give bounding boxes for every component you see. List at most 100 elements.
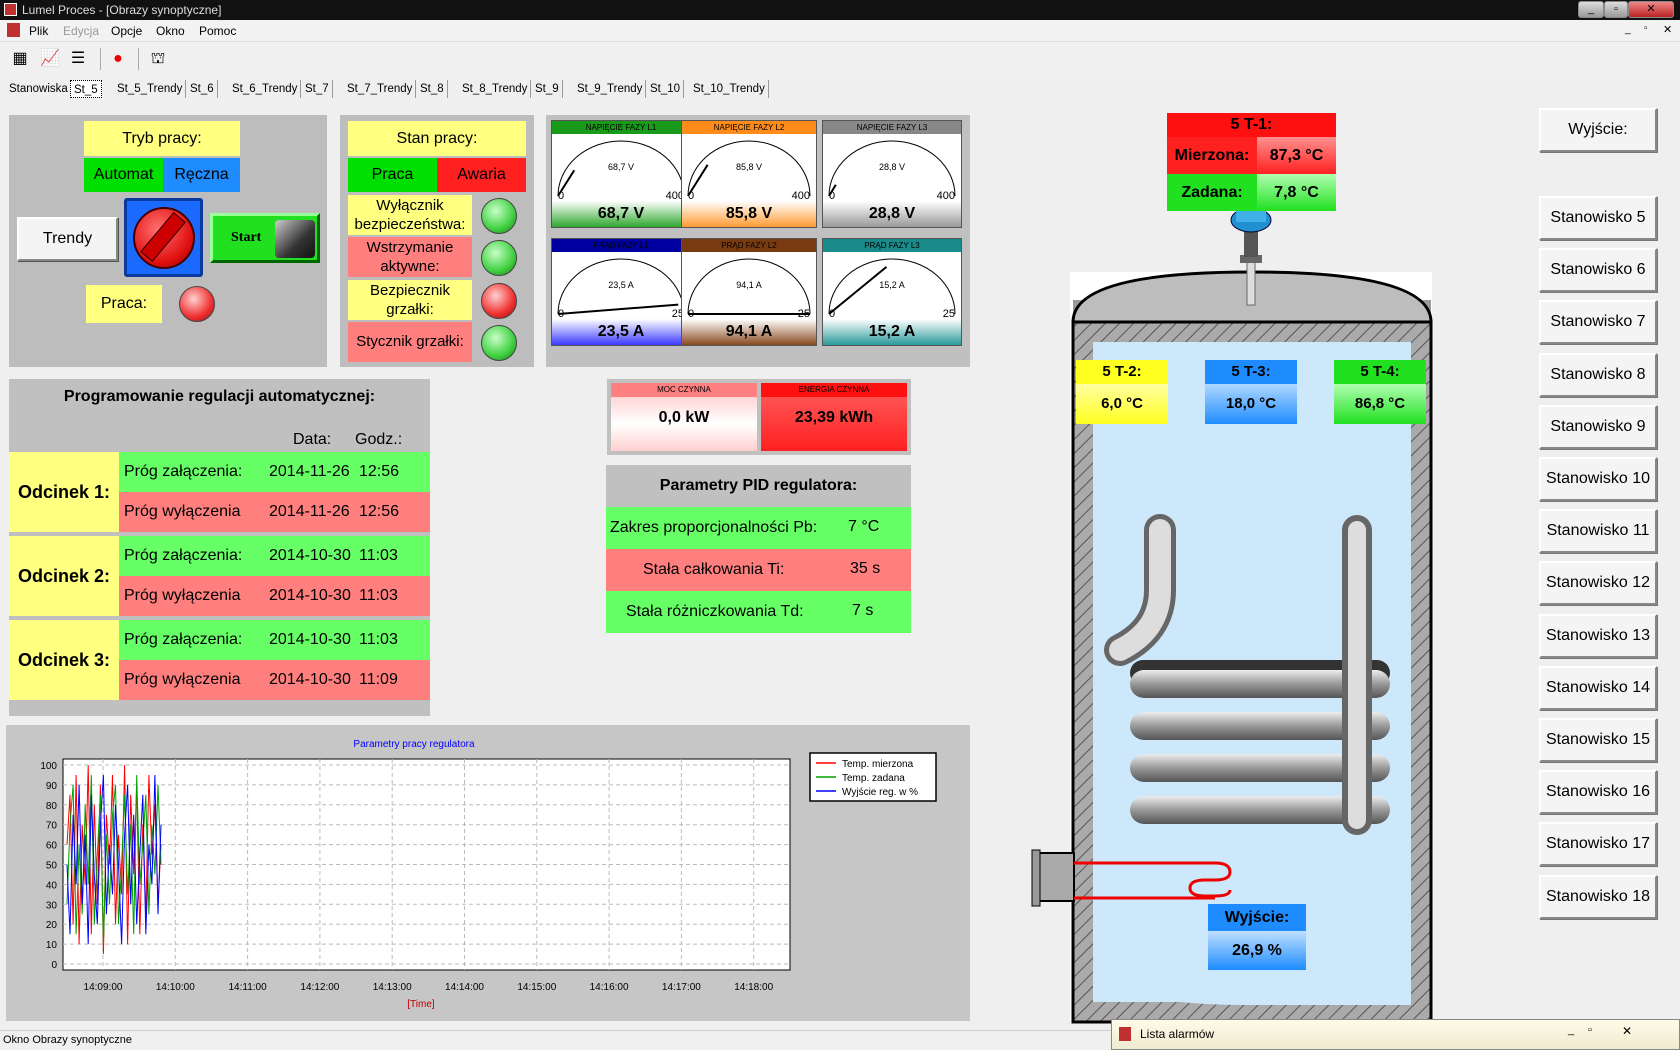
series-line-2	[66, 774, 162, 945]
station-button-9[interactable]: Stanowisko 9	[1539, 404, 1657, 449]
state-led-0	[481, 198, 517, 234]
mode-manual-button[interactable]: Ręczna	[163, 158, 240, 192]
gauge-needle	[828, 184, 837, 197]
tab-st8-trendy[interactable]: St_8_Trendy	[459, 80, 532, 98]
menu-edycja[interactable]: Edycja	[63, 24, 100, 38]
gauge-value: 15,2 A	[823, 319, 961, 345]
program-title: Programowanie regulacji automatycznej:	[63, 388, 376, 405]
gauge-min: 0	[558, 190, 565, 202]
maximize-button[interactable]: ▫	[1604, 1, 1628, 18]
mode-auto-button[interactable]: Automat	[84, 158, 163, 192]
gauge-reading: 68,7 V	[607, 162, 635, 172]
alarm-icon[interactable]: ●	[113, 50, 123, 67]
list-icon[interactable]: ☰	[70, 50, 86, 67]
tab-st7-trendy[interactable]: St_7_Trendy	[344, 80, 417, 98]
start-button[interactable]: Start	[210, 213, 320, 263]
row-label: Próg wyłączenia	[124, 671, 241, 688]
start-button-label: Start	[231, 230, 262, 245]
station-button-12[interactable]: Stanowisko 12	[1539, 561, 1657, 606]
legend-entry: Temp. mierzona	[842, 759, 914, 770]
tab-st6[interactable]: St_6	[187, 80, 218, 98]
gauge-title: PRĄD FAZY L2	[682, 239, 816, 252]
gauge-max: 400	[936, 190, 955, 202]
station-button-13[interactable]: Stanowisko 13	[1539, 613, 1657, 658]
station-button-17[interactable]: Stanowisko 17	[1539, 822, 1657, 867]
gauge-dial	[687, 140, 811, 197]
station-icon[interactable]: ⛫	[150, 50, 166, 67]
x-tick-label: 14:18:00	[734, 982, 773, 993]
tab-st10[interactable]: St_10	[647, 80, 685, 98]
menu-bar: Plik Edycja Opcje Okno Pomoc _ ▫ ✕	[0, 20, 1680, 42]
mdi-restore-button[interactable]: ▫	[1644, 23, 1648, 34]
mdi-minimize-button[interactable]: _	[1625, 24, 1631, 35]
tab-st6-trendy[interactable]: St_6_Trendy	[229, 80, 302, 98]
pid-row-2: Stała różniczkowania Td: 7 s	[606, 591, 911, 633]
pid-row-0: Zakres proporcjonalności Pb: 7 °C	[606, 507, 911, 549]
state-item-0: Wyłącznik bezpieczeństwa:	[348, 195, 472, 235]
tab-bar: Stanowiska St_5 St_5_Trendy St_6 St_6_Tr…	[0, 78, 900, 100]
alarm-window-title: Lista alarmów	[1140, 1027, 1215, 1041]
pid-label-0: Zakres proporcjonalności Pb:	[610, 519, 818, 536]
alarm-window[interactable]: Lista alarmów _ ▫ ✕	[1111, 1019, 1680, 1050]
tank-diagram	[1031, 207, 1433, 1024]
trends-button[interactable]: Trendy	[17, 217, 118, 261]
row-label: Próg załączenia:	[124, 547, 243, 564]
station-button-18[interactable]: Stanowisko 18	[1539, 874, 1657, 919]
tab-st5-trendy[interactable]: St_5_Trendy	[114, 80, 187, 98]
station-button-10[interactable]: Stanowisko 10	[1539, 457, 1657, 501]
output-value: 26,9 %	[1208, 931, 1306, 970]
table-icon[interactable]: ▦	[12, 50, 28, 67]
station-button-16[interactable]: Stanowisko 16	[1539, 770, 1657, 815]
menu-opcje[interactable]: Opcje	[111, 24, 143, 38]
gauge-dial	[557, 258, 685, 315]
tab-st9[interactable]: St_9	[532, 80, 563, 98]
station-button-14[interactable]: Stanowisko 14	[1539, 665, 1657, 710]
selector-switch[interactable]	[124, 198, 203, 277]
tab-st8[interactable]: St_8	[417, 80, 448, 98]
active-energy-label: ENERGIA CZYNNA	[761, 383, 907, 397]
y-tick-label: 50	[46, 861, 58, 872]
gauge-title: NAPIĘCIE FAZY L1	[552, 121, 690, 134]
minimize-button[interactable]: _	[1578, 1, 1604, 18]
station-button-5[interactable]: Stanowisko 5	[1539, 196, 1657, 240]
station-button-11[interactable]: Stanowisko 11	[1539, 509, 1657, 554]
chart-icon[interactable]: 📈	[40, 50, 60, 67]
section-name: Odcinek 1:	[9, 452, 119, 532]
pid-title: Parametry PID regulatora:	[659, 477, 858, 494]
tab-st7[interactable]: St_7	[302, 80, 333, 98]
tab-st5[interactable]: St_5	[70, 80, 102, 98]
tab-stanowiska[interactable]: Stanowiska	[6, 80, 72, 98]
alarm-restore-button[interactable]: ▫	[1588, 1024, 1592, 1036]
tab-st9-trendy[interactable]: St_9_Trendy	[574, 80, 647, 98]
gauge-value: 94,1 A	[682, 319, 816, 345]
exit-button[interactable]: Wyjście:	[1539, 108, 1657, 152]
gauge-needle	[557, 303, 679, 315]
station-button-6[interactable]: Stanowisko 6	[1539, 248, 1657, 293]
gauge-reading: 28,8 V	[878, 162, 906, 172]
chart-title: Parametry pracy regulatora	[353, 739, 475, 750]
station-button-15[interactable]: Stanowisko 15	[1539, 718, 1657, 762]
pid-value-1: 35 s	[850, 560, 881, 577]
station-button-8[interactable]: Stanowisko 8	[1539, 352, 1657, 397]
menu-pomoc[interactable]: Pomoc	[199, 24, 237, 38]
alarm-close-button[interactable]: ✕	[1622, 1024, 1633, 1038]
close-button[interactable]: ✕	[1628, 1, 1674, 18]
tab-st10-trendy[interactable]: St_10_Trendy	[690, 80, 769, 98]
menu-okno[interactable]: Okno	[156, 24, 185, 38]
menu-plik[interactable]: Plik	[29, 24, 49, 38]
mdi-close-button[interactable]: ✕	[1663, 24, 1673, 36]
station-button-7[interactable]: Stanowisko 7	[1539, 300, 1657, 345]
gauge-min: 0	[558, 308, 565, 320]
alarm-minimize-button[interactable]: _	[1568, 1024, 1575, 1036]
row-time: 11:03	[359, 547, 398, 564]
